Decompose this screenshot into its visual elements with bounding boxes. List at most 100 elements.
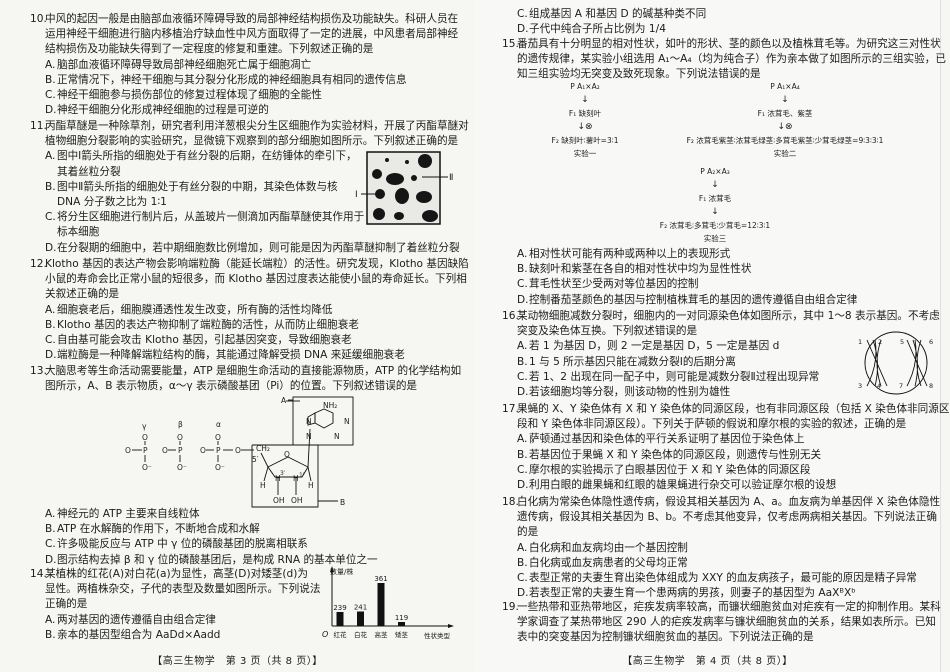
- bar-value-label: 241: [354, 604, 367, 612]
- question-number: 11.: [30, 120, 47, 132]
- answer-option-line: A.两对基因的遗传遵循自由组合定律: [30, 613, 320, 628]
- option-text: 控制番茄茎颜色的基因与控制植株茸毛的基因的遗传遵循自由组合定律: [529, 293, 858, 306]
- option-text: 表型正常的夫妻生育出染色体组成为 XXY 的血友病孩子，最可能的原因是精子异常: [529, 571, 917, 584]
- bar-矮茎: [398, 622, 405, 626]
- o-label: O: [142, 433, 148, 442]
- bar-红花: [336, 611, 344, 626]
- option-text: 子代中纯合子所占比例为 1/4: [529, 23, 666, 36]
- option-text: 端粒酶是一种降解端粒结构的酶，其能通过降解受损 DNA 来延缓细胞衰老: [57, 349, 405, 362]
- option-label: B.: [45, 180, 56, 193]
- option-text: 1 与 5 所示基因只能在减数分裂Ⅰ的后期分离: [529, 355, 736, 368]
- 5-prime-label: 5′: [252, 455, 259, 464]
- answer-option-line: D.在分裂期的细胞中，若中期细胞数比例增加，则可能是因为丙酯草醚抑制了着丝粒分裂: [30, 241, 469, 256]
- p-label: P: [178, 446, 183, 455]
- f2-ratio: F₂ 缺刻叶∶薯叶=3∶1: [551, 136, 619, 145]
- answer-option-line: A.萨顿通过基因和染色体的平行关系证明了基因位于染色体上: [502, 432, 949, 447]
- answer-option-line: D.子代中纯合子所占比例为 1/4: [502, 22, 706, 37]
- option-text: 神经干细胞参与损伤部位的修复过程体现了细胞的全能性: [57, 88, 322, 101]
- option-label: B.: [517, 556, 528, 569]
- question-stem-line: 19.一些热带和亚热带地区，疟疾发病率较高，而镰状细胞贫血对疟疾有一定的抑制作用…: [502, 600, 941, 615]
- f1-generation: F₁ 浓茸毛、紫茎: [757, 109, 813, 118]
- o-minus-label: O⁻: [142, 463, 152, 472]
- experiment-label: 实验三: [703, 234, 727, 243]
- question-stem-line: 10.中风的起因一般是由脑部血液循环障碍导致的局部神经结构损伤及功能缺失。科研人…: [30, 12, 458, 27]
- gene-label-6: 6: [929, 338, 933, 346]
- option-text: 白化病和血友病均由一个基因控制: [529, 541, 688, 554]
- answer-option-line: C.若 1、2 出现在同一配子中，则可能是减数分裂Ⅱ过程出现异常: [502, 370, 940, 385]
- origin-label: O: [322, 630, 328, 639]
- stem-text: 关叙述正确的是: [45, 288, 120, 301]
- stem-text: 正确的是: [45, 598, 88, 611]
- gene-label-4: 4: [877, 382, 881, 390]
- stem-text: 某植株的红花(A)对白花(a)为显性，高茎(D)对矮茎(d)为: [45, 568, 308, 580]
- option-text: 脑部血液循环障碍导致局部神经细胞死亡属于细胞凋亡: [57, 58, 312, 71]
- answer-option-line: B.白化病或血友病患者的父母均正常: [502, 556, 940, 571]
- option-label: C.: [517, 463, 528, 476]
- gene-label-5: 5: [900, 338, 904, 346]
- stem-text: 的是: [517, 526, 539, 539]
- parent-cross: P A₁×A₄: [770, 82, 800, 91]
- option-label: A.: [45, 508, 56, 520]
- chromosome-pair: [866, 339, 928, 387]
- answer-option-line: 标本细胞: [30, 225, 469, 240]
- f2-ratio: F₂ 浓茸毛∶多茸毛∶少茸毛=12∶3∶1: [659, 221, 771, 230]
- option-label: D.: [517, 293, 529, 306]
- answer-option-line: B.亲本的基因型组合为 AaDd×Aadd: [30, 628, 320, 643]
- stem-text: 知三组实验均无突变及致死现象。下列说法错误的是: [517, 68, 761, 81]
- option-text: 若 1 为基因 D，则 2 一定是基因 D，5 一定是基因 d: [529, 340, 780, 353]
- option-label: A.: [45, 303, 56, 316]
- question-number: 19.: [502, 601, 519, 613]
- answer-option-line: C.茸毛性状至少受两对等位基因的控制: [502, 277, 857, 292]
- option-label: C.: [45, 538, 56, 551]
- option-label: B.: [517, 355, 528, 368]
- o-label: O: [215, 433, 221, 442]
- f1-generation: F₁ 浓茸毛: [698, 194, 732, 203]
- micrograph-figure: Ⅰ Ⅱ: [355, 151, 453, 225]
- question-number: 17.: [502, 403, 519, 415]
- label-b: B: [340, 498, 345, 507]
- option-label: B.: [517, 263, 528, 276]
- gene-label-3: 3: [858, 382, 862, 390]
- option-text: ATP 在水解酶的作用下，不断地合成和水解: [57, 523, 260, 536]
- label-I: Ⅰ: [355, 190, 358, 200]
- question-18: 18.白化病为常染色体隐性遗传病，假设其相关基因为 A、a。血友病为单基因伴 X…: [502, 495, 940, 601]
- question-stem-line: 15.番茄具有十分明显的相对性状，如叶的形状、茎的颜色以及植株茸毛等。为研究这三…: [502, 37, 946, 52]
- option-label: C.: [517, 571, 528, 584]
- bar-value-label: 361: [374, 575, 387, 583]
- answer-option-line: A.脑部血液循环障碍导致局部神经细胞死亡属于细胞凋亡: [30, 58, 458, 73]
- stem-text: 小鼠的寿命会比正常小鼠的短很多，而 Klotho 基因过度表达能使小鼠的寿命延长…: [45, 273, 467, 286]
- option-text: 相对性状可能有两种或两种以上的表现形式: [529, 248, 731, 260]
- question-stem-line: 12.Klotho 基因的表达产物会影响端粒酶（能延长端粒）的活性。研究发现，K…: [30, 257, 469, 272]
- answer-option-line: A.神经元的 ATP 主要来自线粒体: [30, 507, 378, 522]
- cell-blobs: [372, 154, 438, 222]
- option-label: B.: [517, 448, 528, 461]
- alpha-label: α: [216, 420, 221, 429]
- question-stem-line: 13.大脑思考等生命活动需要能量，ATP 是细胞生命活动的直接能源物质，ATP …: [30, 364, 461, 379]
- question-stem-line: 11.丙酯草醚是一种除草剂，研究者利用洋葱根尖分生区细胞作为实验材料，开展了丙酯…: [30, 119, 469, 134]
- x-axis-label: 性状类型: [424, 631, 451, 640]
- p-label: P: [143, 446, 148, 455]
- category-tick-label: 矮茎: [395, 630, 409, 639]
- box-a: [292, 396, 354, 446]
- option-text: 细胞衰老后，细胞膜通透性发生改变，所有酶的活性均降低: [57, 303, 333, 316]
- question-number: 16.: [502, 310, 519, 322]
- 3-prime-label: 3′: [280, 470, 286, 477]
- ribose-ring: [267, 456, 309, 478]
- option-label: B.: [45, 628, 56, 641]
- question-stem-line: 图所示，A、B 表示物质，α～γ 表示磷酸基团（Pi）的位置。下列叙述错误的是: [30, 379, 461, 394]
- arrow-down-icon: ↓: [711, 207, 719, 217]
- option-text: 在分裂期的细胞中，若中期细胞数比例增加，则可能是因为丙酯草醚抑制了着丝粒分裂: [57, 241, 460, 254]
- h-label: H: [308, 481, 314, 490]
- o-label: O: [125, 446, 131, 455]
- box-b: [251, 444, 319, 508]
- answer-option-line: B.1 与 5 所示基因只能在减数分裂Ⅰ的后期分离: [502, 355, 940, 370]
- question-stem-line: 结构损伤及功能缺失得到了一定程度的修复和重建。下列叙述正确的是: [30, 42, 458, 57]
- answer-option-line: B.正常情况下，神经干细胞与其分裂分化形成的神经细胞具有相同的遗传信息: [30, 73, 458, 88]
- stem-text: 运用神经干细胞进行脑内移植治疗缺血性中风方面取得了一定的进展，中风患者局部神经: [45, 28, 459, 41]
- question-stem-line: 14.某植株的红花(A)对白花(a)为显性，高茎(D)对矮茎(d)为: [30, 567, 320, 582]
- beta-label: β: [178, 420, 183, 429]
- option-text: 亲本的基因型组合为 AaDd×Aadd: [57, 628, 221, 641]
- option-text: 其着丝粒分裂: [57, 165, 121, 178]
- arrow-down-icon: ↓: [581, 95, 589, 105]
